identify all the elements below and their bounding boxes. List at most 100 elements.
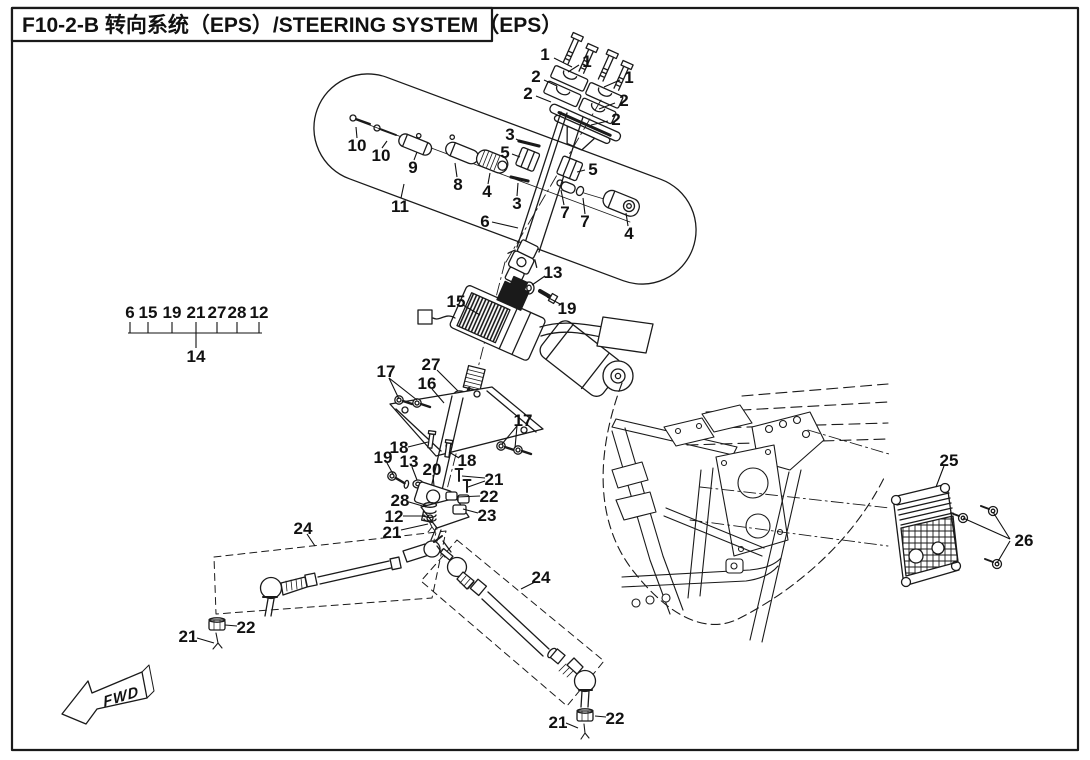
leader-line bbox=[388, 377, 400, 400]
leader-line bbox=[516, 182, 519, 197]
leader-line bbox=[582, 197, 586, 215]
leader-line bbox=[355, 126, 358, 139]
bracket-item-28: 28 bbox=[228, 303, 247, 322]
callout-24: 24 bbox=[294, 519, 313, 538]
callout-21: 21 bbox=[549, 713, 568, 732]
callout-15: 15 bbox=[447, 292, 466, 311]
ecu-alignment-lines bbox=[689, 429, 891, 547]
callout-3: 3 bbox=[505, 125, 514, 144]
callout-3: 3 bbox=[512, 194, 521, 213]
callout-2: 2 bbox=[523, 84, 532, 103]
pin-21-drawing bbox=[462, 479, 472, 493]
callout-14: 14 bbox=[187, 347, 206, 366]
bolt-19-drawing bbox=[387, 471, 410, 489]
leader-line bbox=[514, 425, 518, 449]
washer-28-drawing bbox=[422, 502, 438, 508]
leader-line bbox=[603, 79, 621, 88]
callout-17: 17 bbox=[514, 411, 533, 430]
leader-line bbox=[598, 102, 616, 110]
leader-line bbox=[381, 140, 388, 149]
callout-27: 27 bbox=[422, 355, 441, 374]
callout-7: 7 bbox=[580, 212, 589, 231]
leader-line bbox=[625, 212, 629, 227]
stud-18-drawing bbox=[427, 429, 437, 449]
callout-2: 2 bbox=[611, 110, 620, 129]
leader-line bbox=[400, 183, 405, 199]
title-box bbox=[10, 6, 494, 43]
callout-17: 17 bbox=[377, 362, 396, 381]
leader-line bbox=[431, 388, 445, 404]
callout-11: 11 bbox=[391, 197, 409, 216]
leader-line bbox=[590, 120, 609, 126]
leader-line bbox=[400, 523, 429, 531]
callout-1: 1 bbox=[624, 68, 633, 87]
bracket-item-6: 6 bbox=[125, 303, 134, 322]
upper-steering-shaft-drawing bbox=[516, 111, 584, 253]
callout-26: 26 bbox=[1015, 531, 1034, 550]
leader-line bbox=[576, 169, 586, 173]
callout-9: 9 bbox=[408, 158, 417, 177]
callout-21: 21 bbox=[383, 523, 402, 542]
leader-line bbox=[467, 480, 486, 488]
callout-22: 22 bbox=[480, 487, 499, 506]
leader-line bbox=[546, 296, 561, 305]
callout-19: 19 bbox=[558, 299, 577, 318]
leader-line bbox=[487, 172, 491, 185]
callout-2: 2 bbox=[619, 91, 628, 110]
bracket-item-21: 21 bbox=[187, 303, 206, 322]
leader-line bbox=[560, 189, 565, 206]
leader-line bbox=[413, 151, 418, 161]
leader-line bbox=[411, 466, 418, 481]
page-border bbox=[10, 6, 1080, 752]
callout-6: 6 bbox=[480, 212, 489, 231]
leader-line bbox=[386, 462, 394, 475]
tie-rod-left-drawing bbox=[213, 527, 447, 617]
callout-4: 4 bbox=[624, 224, 634, 243]
page-title: F10-2-B 转向系统（EPS）/STEERING SYSTEM（EPS） bbox=[22, 13, 562, 37]
leader-line bbox=[436, 369, 459, 392]
callout-12: 12 bbox=[385, 507, 404, 526]
callout-23: 23 bbox=[478, 506, 497, 525]
callout-21: 21 bbox=[485, 470, 504, 489]
bushing-22-drawing bbox=[445, 491, 458, 501]
cotter-pin-21-drawing bbox=[580, 723, 590, 740]
callout-18: 18 bbox=[390, 438, 409, 457]
column-top-plate-drawing bbox=[549, 103, 622, 151]
leader-line bbox=[935, 465, 945, 488]
eps-connector-right bbox=[596, 316, 654, 354]
leader-line bbox=[962, 517, 1011, 540]
callout-10: 10 bbox=[348, 136, 367, 155]
leader-line bbox=[408, 501, 427, 508]
cotter-pin-21-drawing bbox=[212, 632, 223, 650]
callout-13: 13 bbox=[544, 263, 563, 282]
callout-7: 7 bbox=[560, 203, 569, 222]
leader-line bbox=[448, 451, 460, 459]
callout-22: 22 bbox=[237, 618, 256, 637]
leader-line bbox=[407, 441, 429, 448]
leader-line bbox=[462, 508, 479, 514]
leader-line bbox=[462, 304, 481, 316]
leader-line bbox=[388, 377, 418, 401]
leader-line bbox=[520, 581, 536, 590]
handlebar-clamp-left-drawing bbox=[543, 31, 599, 108]
leader-line bbox=[224, 624, 238, 627]
callout-16: 16 bbox=[418, 374, 437, 393]
leader-line bbox=[456, 495, 481, 498]
frame-drawing bbox=[602, 382, 889, 643]
callout-18: 18 bbox=[458, 451, 477, 470]
bracket-item-12: 12 bbox=[250, 303, 269, 322]
callout-21: 21 bbox=[179, 627, 198, 646]
leader-lines-layer bbox=[196, 57, 1011, 729]
callout-20: 20 bbox=[423, 460, 442, 479]
callout-1: 1 bbox=[582, 52, 591, 71]
bracket-item-15: 15 bbox=[139, 303, 158, 322]
washer-13-hole bbox=[526, 284, 532, 292]
callout-25: 25 bbox=[940, 451, 959, 470]
bolt-19-drawing bbox=[538, 289, 559, 305]
fwd-arrow bbox=[61, 664, 155, 725]
bolt-17-drawing bbox=[513, 445, 533, 456]
pin-21-drawing bbox=[454, 468, 464, 482]
